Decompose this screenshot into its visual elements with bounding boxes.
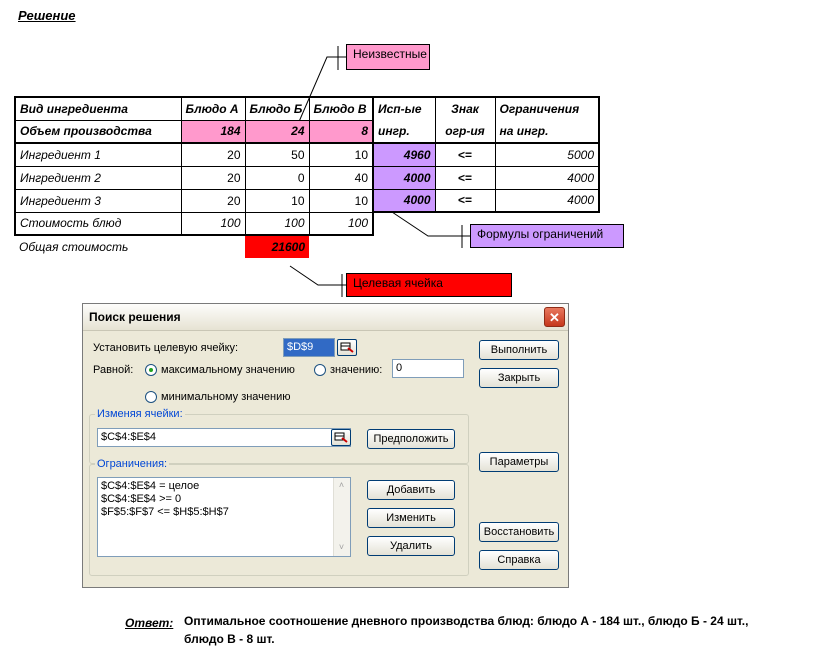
row-c: 10: [308, 142, 374, 167]
volume-label: Объем производства: [14, 119, 182, 144]
volume-c: 8: [308, 119, 374, 144]
row-limit: 4000: [494, 165, 600, 190]
table-row: Ингредиент 2 20 0 40 4000 <= 4000: [14, 165, 600, 190]
add-button[interactable]: Добавить: [367, 480, 455, 500]
callout-unknowns: Неизвестные: [346, 44, 430, 70]
constraints-list[interactable]: $C$4:$E$4 = целое $C$4:$E$4 >= 0 $F$5:$F…: [97, 477, 351, 557]
close-button[interactable]: Закрыть: [479, 368, 559, 388]
total-row: Общая стоимость 21600: [15, 235, 599, 258]
ingredients-table: Вид ингредиента Блюдо А Блюдо Б Блюдо В …: [14, 96, 600, 258]
row-limit: 5000: [494, 142, 600, 167]
constraints-group: [89, 464, 469, 576]
min-option-label[interactable]: минимальному значению: [161, 391, 291, 403]
volume-b: 24: [244, 119, 310, 144]
volume-a: 184: [180, 119, 246, 144]
row-b: 0: [244, 165, 310, 190]
row-used: 4000: [372, 165, 436, 190]
row-a: 20: [180, 165, 246, 190]
max-option-label[interactable]: максимальному значению: [161, 364, 295, 376]
cell-picker-icon[interactable]: [331, 429, 351, 446]
answer-label: Ответ:: [125, 616, 174, 630]
row-used: 4000: [372, 188, 436, 213]
scroll-up-icon[interactable]: ˄: [338, 480, 345, 490]
header-dish-a: Блюдо А: [180, 96, 246, 121]
row-sign: <=: [434, 188, 496, 213]
cost-b: 100: [244, 211, 310, 236]
header-used-2: ингр.: [372, 120, 436, 144]
equal-label: Равной:: [93, 364, 134, 376]
answer-line-1: Оптимальное соотношение дневного произво…: [184, 614, 749, 628]
table-header-row: Вид ингредиента Блюдо А Блюдо Б Блюдо В …: [14, 96, 600, 121]
scrollbar[interactable]: ˄ ˅: [333, 478, 350, 556]
row-a: 20: [180, 188, 246, 213]
total-label: Общая стоимость: [19, 240, 129, 254]
header-dish-b: Блюдо Б: [244, 96, 310, 121]
total-value: 21600: [245, 235, 309, 258]
dialog-titlebar[interactable]: Поиск решения ✕: [83, 304, 568, 331]
delete-button[interactable]: Удалить: [367, 536, 455, 556]
header-limit: Ограничения: [494, 96, 600, 120]
row-sign: <=: [434, 165, 496, 190]
row-name: Ингредиент 3: [14, 188, 182, 213]
run-button[interactable]: Выполнить: [479, 340, 559, 360]
close-icon[interactable]: ✕: [544, 307, 565, 327]
cost-c: 100: [308, 211, 374, 236]
solver-dialog: Поиск решения ✕ Установить целевую ячейк…: [82, 303, 569, 588]
list-item[interactable]: $C$4:$E$4 = целое: [101, 480, 200, 492]
cell-picker-icon[interactable]: [337, 339, 357, 356]
answer-line-2: блюдо В - 8 шт.: [184, 632, 275, 646]
callout-constraint-formulas: Формулы ограничений: [470, 224, 624, 248]
header-used: Исп-ые: [372, 96, 436, 120]
list-item[interactable]: $C$4:$E$4 >= 0: [101, 493, 182, 505]
cost-a: 100: [180, 211, 246, 236]
dialog-title: Поиск решения: [89, 310, 181, 324]
row-limit: 4000: [494, 188, 600, 213]
row-name: Ингредиент 2: [14, 165, 182, 190]
min-radio[interactable]: [145, 391, 157, 403]
parameters-button[interactable]: Параметры: [479, 452, 559, 472]
header-limit-2: на ингр.: [494, 120, 600, 144]
table-row: Ингредиент 1 20 50 10 4960 <= 5000: [14, 142, 600, 167]
help-button[interactable]: Справка: [479, 550, 559, 570]
cost-row: Стоимость блюд 100 100 100: [14, 211, 599, 236]
value-field[interactable]: 0: [392, 359, 464, 378]
table-row: Ингредиент 3 20 10 10 4000 <= 4000: [14, 188, 600, 213]
row-b: 50: [244, 142, 310, 167]
changing-cells-field[interactable]: $C$4:$E$4: [97, 428, 351, 447]
row-b: 10: [244, 188, 310, 213]
row-c: 40: [308, 165, 374, 190]
restore-button[interactable]: Восстановить: [479, 522, 559, 542]
header-sign: Знак: [434, 96, 496, 120]
header-dish-c: Блюдо В: [308, 96, 374, 121]
row-name: Ингредиент 1: [14, 142, 182, 167]
header-ingredient: Вид ингредиента: [14, 96, 182, 121]
change-button[interactable]: Изменить: [367, 508, 455, 528]
max-radio[interactable]: [145, 364, 157, 376]
target-label: Установить целевую ячейку:: [93, 342, 239, 354]
value-option-label[interactable]: значению:: [330, 364, 383, 376]
target-cell-field[interactable]: $D$9: [283, 338, 335, 357]
constraints-label: Ограничения:: [95, 458, 170, 470]
value-radio[interactable]: [314, 364, 326, 376]
changing-cells-group: [89, 414, 469, 464]
cost-label: Стоимость блюд: [14, 211, 182, 236]
changing-cells-label: Изменяя ячейки:: [95, 408, 185, 420]
row-c: 10: [308, 188, 374, 213]
row-a: 20: [180, 142, 246, 167]
list-item[interactable]: $F$5:$F$7 <= $H$5:$H$7: [101, 506, 229, 518]
guess-button[interactable]: Предположить: [367, 429, 455, 449]
callout-target-cell: Целевая ячейка: [346, 273, 512, 297]
header-sign-2: огр-ия: [434, 120, 496, 144]
volume-row: Объем производства 184 24 8 ингр. огр-ия…: [14, 119, 600, 144]
row-used: 4960: [372, 142, 436, 167]
row-sign: <=: [434, 142, 496, 167]
heading: Решение: [18, 8, 76, 23]
scroll-down-icon[interactable]: ˅: [338, 542, 345, 552]
